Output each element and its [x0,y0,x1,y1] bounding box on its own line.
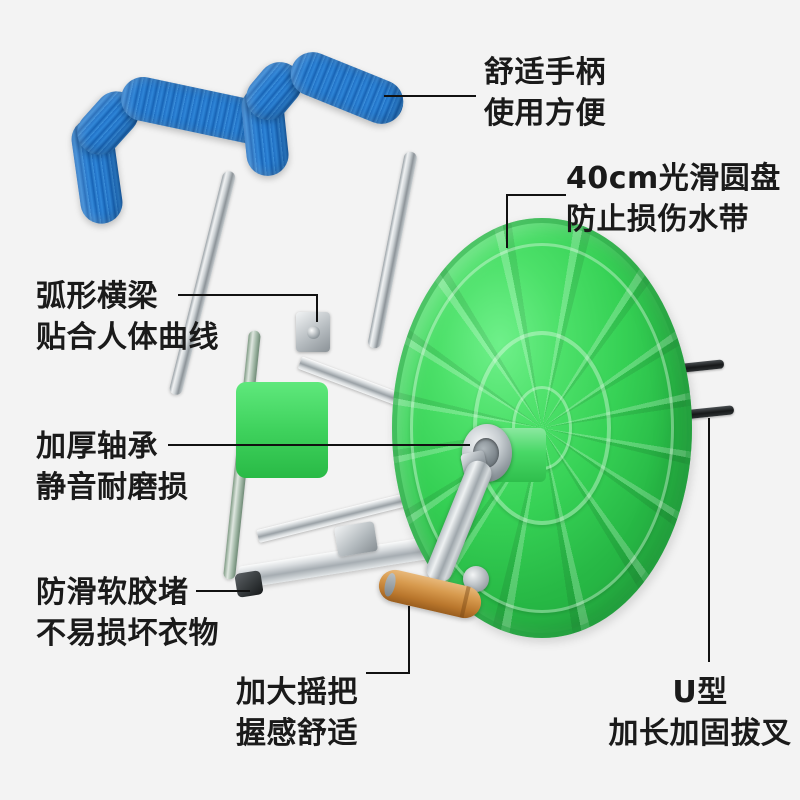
upper-frame-bracket [296,312,330,352]
leader-smooth-disc-horizontal [506,194,566,196]
label-thick-bearing-line1: 加厚轴承 [36,429,158,464]
label-large-crank-line2: 握感舒适 [236,716,358,752]
label-curved-crossbar: 弧形横梁 贴合人体曲线 [36,276,219,359]
rubber-foot-cap [234,570,264,598]
leader-comfort-handle [384,95,476,97]
disc-rim [392,218,692,638]
label-thick-bearing: 加厚轴承 静音耐磨损 [36,426,189,509]
label-curved-crossbar-line1: 弧形横梁 [36,279,158,314]
label-smooth-disc-line1: 40cm光滑圆盘 [566,161,781,196]
label-anti-slip-plug-line1: 防滑软胶堵 [36,575,189,610]
label-large-crank-line1: 加大摇把 [236,675,358,710]
label-anti-slip-plug-line2: 不易损坏衣物 [36,616,219,652]
leader-curved-crossbar-horizontal [178,294,318,296]
label-curved-crossbar-line2: 贴合人体曲线 [36,320,219,356]
label-smooth-disc-line2: 防止损伤水带 [566,202,749,238]
label-thick-bearing-line2: 静音耐磨损 [36,470,189,506]
label-comfort-handle-line1: 舒适手柄 [484,55,606,90]
label-comfort-handle: 舒适手柄 使用方便 [484,52,606,135]
label-u-fork-line2: 加长加固拔叉 [608,716,792,752]
leader-anti-slip-plug [196,590,250,592]
lower-frame-bracket [333,521,379,557]
label-u-fork: U型 加长加固拔叉 [600,672,800,755]
leader-large-crank-vertical [408,606,410,672]
label-comfort-handle-line2: 使用方便 [484,96,606,132]
leader-large-crank-horizontal [366,672,410,674]
right-handle-grip-crossbar [284,45,410,131]
leader-u-fork [708,418,710,662]
label-large-crank: 加大摇把 握感舒适 [236,672,358,755]
disc-side-wall [236,382,328,478]
leader-smooth-disc-vertical [506,194,508,248]
leader-thick-bearing [168,444,470,446]
label-smooth-disc: 40cm光滑圆盘 防止损伤水带 [566,158,781,241]
label-anti-slip-plug: 防滑软胶堵 不易损坏衣物 [36,572,219,655]
label-u-fork-line1: U型 [672,675,728,710]
leader-curved-crossbar-vertical [316,294,318,322]
